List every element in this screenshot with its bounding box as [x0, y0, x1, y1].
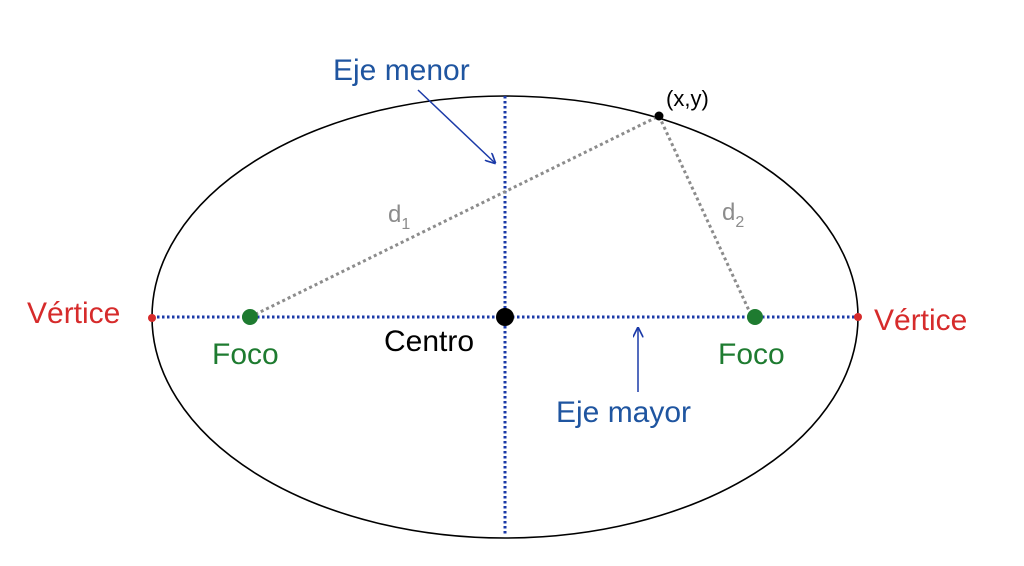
vertex-right-dot — [854, 313, 862, 321]
focus-left-dot — [242, 309, 258, 325]
d2-line — [657, 115, 754, 318]
vertex-right-label: Vértice — [874, 304, 967, 337]
focus-right-dot — [747, 309, 763, 325]
d2-label: d2 — [722, 199, 744, 231]
minor-axis-label: Eje menor — [333, 54, 470, 87]
major-axis-label: Eje mayor — [556, 396, 691, 429]
focus-left-label: Foco — [212, 338, 279, 371]
vertex-left-dot — [148, 314, 156, 322]
center-dot — [496, 308, 514, 326]
focus-right-label: Foco — [718, 338, 785, 371]
point-label: (x,y) — [666, 86, 709, 111]
center-label: Centro — [384, 325, 474, 358]
d1-line — [249, 114, 660, 319]
point-dot — [654, 111, 664, 121]
vertex-left-label: Vértice — [27, 297, 120, 330]
d1-label: d1 — [388, 201, 410, 233]
minor-axis-arrow — [417, 89, 495, 163]
